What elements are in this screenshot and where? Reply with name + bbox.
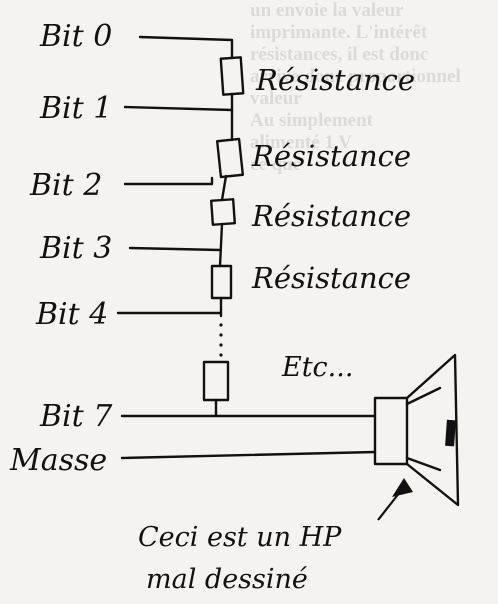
resistor-2 [215, 137, 245, 179]
bleed-line: ce que [250, 154, 302, 175]
bit0-label: Bit 0 [39, 19, 112, 54]
pointer-line [377, 491, 401, 521]
bit7-label: Bit 7 [39, 399, 113, 434]
speaker-note-line1: Ceci est un HP [138, 522, 342, 553]
resistor-4 [210, 264, 233, 300]
resistance-label-1: Résistance [255, 63, 415, 97]
bleed-line: un envoie la valeur [250, 0, 404, 21]
bit1-label: Bit 1 [39, 91, 112, 126]
resistance-label-2: Résistance [251, 139, 411, 173]
speaker-cone-inner [405, 386, 442, 472]
background-bleed-text: un envoie la valeur imprimante. L'intérê… [250, 0, 498, 300]
chain-wire [220, 174, 228, 202]
bleed-line: alimenté 1 V [250, 132, 353, 153]
resistor-7 [202, 360, 230, 402]
bleed-line: imprimante. L'intérêt [250, 22, 428, 43]
bleed-line: résistances, il est donc [250, 44, 429, 65]
bit3-wire [128, 246, 222, 252]
bleed-line: arrive donc proportionnel [250, 66, 461, 87]
bit1-wire [123, 105, 234, 112]
speaker-body [373, 396, 409, 466]
bit3-label: Bit 3 [39, 231, 112, 266]
chain-wire [218, 222, 224, 268]
bleed-line: Au simplement [250, 110, 373, 131]
resistance-label-4: Résistance [251, 261, 411, 295]
bit2-wire [123, 176, 214, 186]
bleed-line: valeur [250, 88, 302, 109]
speaker-cone [405, 353, 460, 507]
etc-label: Etc... [281, 352, 353, 383]
continuation-dots [219, 323, 223, 357]
speaker-note-line2: mal dessiné [146, 564, 308, 595]
bit4-label: Bit 4 [35, 297, 108, 332]
speaker-mark [445, 419, 456, 447]
resistor-1 [219, 56, 245, 96]
masse-wire [120, 450, 377, 460]
masse-label: Masse [9, 443, 107, 478]
resistance-label-3: Résistance [251, 199, 411, 233]
pointer-arrow [392, 478, 413, 497]
resistor-3 [209, 198, 237, 226]
bit2-label: Bit 2 [29, 168, 102, 203]
bit0-wire [138, 35, 234, 60]
